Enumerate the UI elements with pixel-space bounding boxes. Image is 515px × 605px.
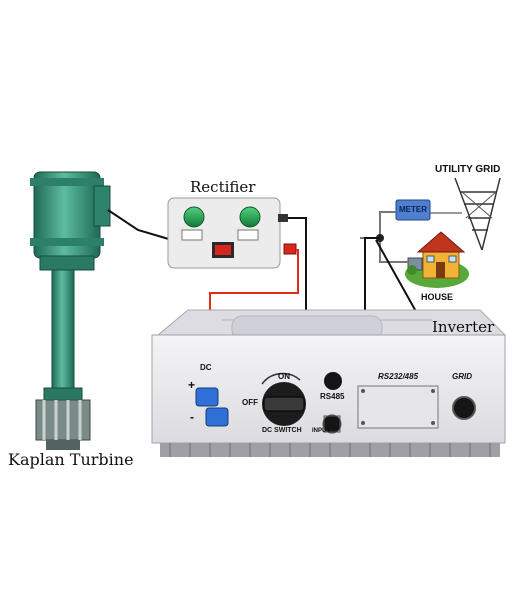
dc-positive-connector xyxy=(195,387,219,407)
inverter-to-meter-wire xyxy=(364,237,380,325)
rs485-label: RS485 xyxy=(320,392,345,401)
house-icon xyxy=(405,231,469,288)
house-label: HOUSE xyxy=(421,292,454,302)
meter-label: METER xyxy=(399,205,427,214)
dc-label: DC xyxy=(200,363,212,372)
rectifier-power-switch xyxy=(215,245,231,255)
rectifier-left-button xyxy=(183,206,205,228)
inverter-unit xyxy=(151,309,507,457)
rectifier-box xyxy=(167,197,297,269)
grid-port-label: GRID xyxy=(452,372,472,381)
switch-off-label: OFF xyxy=(242,398,258,407)
kaplan-turbine-label: Kaplan Turbine xyxy=(8,450,134,469)
dc-negative-connector xyxy=(205,407,229,427)
input-label: INPUT xyxy=(312,428,330,434)
rectifier-label: Rectifier xyxy=(190,178,256,196)
dc-minus-label: - xyxy=(190,410,194,424)
dc-plus-label: + xyxy=(188,378,196,392)
inverter-label: Inverter xyxy=(432,318,495,336)
rs485-port xyxy=(324,372,342,390)
utility-grid-label: UTILITY GRID xyxy=(435,164,501,175)
rs232-485-cover xyxy=(357,385,439,429)
turbine-to-rectifier-wire xyxy=(107,209,173,241)
terminal-box xyxy=(93,185,111,227)
rectifier-right-button xyxy=(239,206,261,228)
meter xyxy=(395,199,431,221)
dc-switch-knob xyxy=(261,372,306,426)
input-port xyxy=(322,414,342,434)
switch-on-label: ON xyxy=(278,372,290,381)
heatsink-fins xyxy=(160,443,500,457)
grid-port xyxy=(452,396,476,420)
rs232-485-label: RS232/485 xyxy=(378,372,419,381)
kaplan-turbine xyxy=(30,171,111,450)
turbine-shaft xyxy=(51,269,75,391)
dc-connectors xyxy=(195,387,229,427)
dc-switch-label: DC SWITCH xyxy=(262,427,302,434)
utility-grid-tower xyxy=(454,177,501,251)
